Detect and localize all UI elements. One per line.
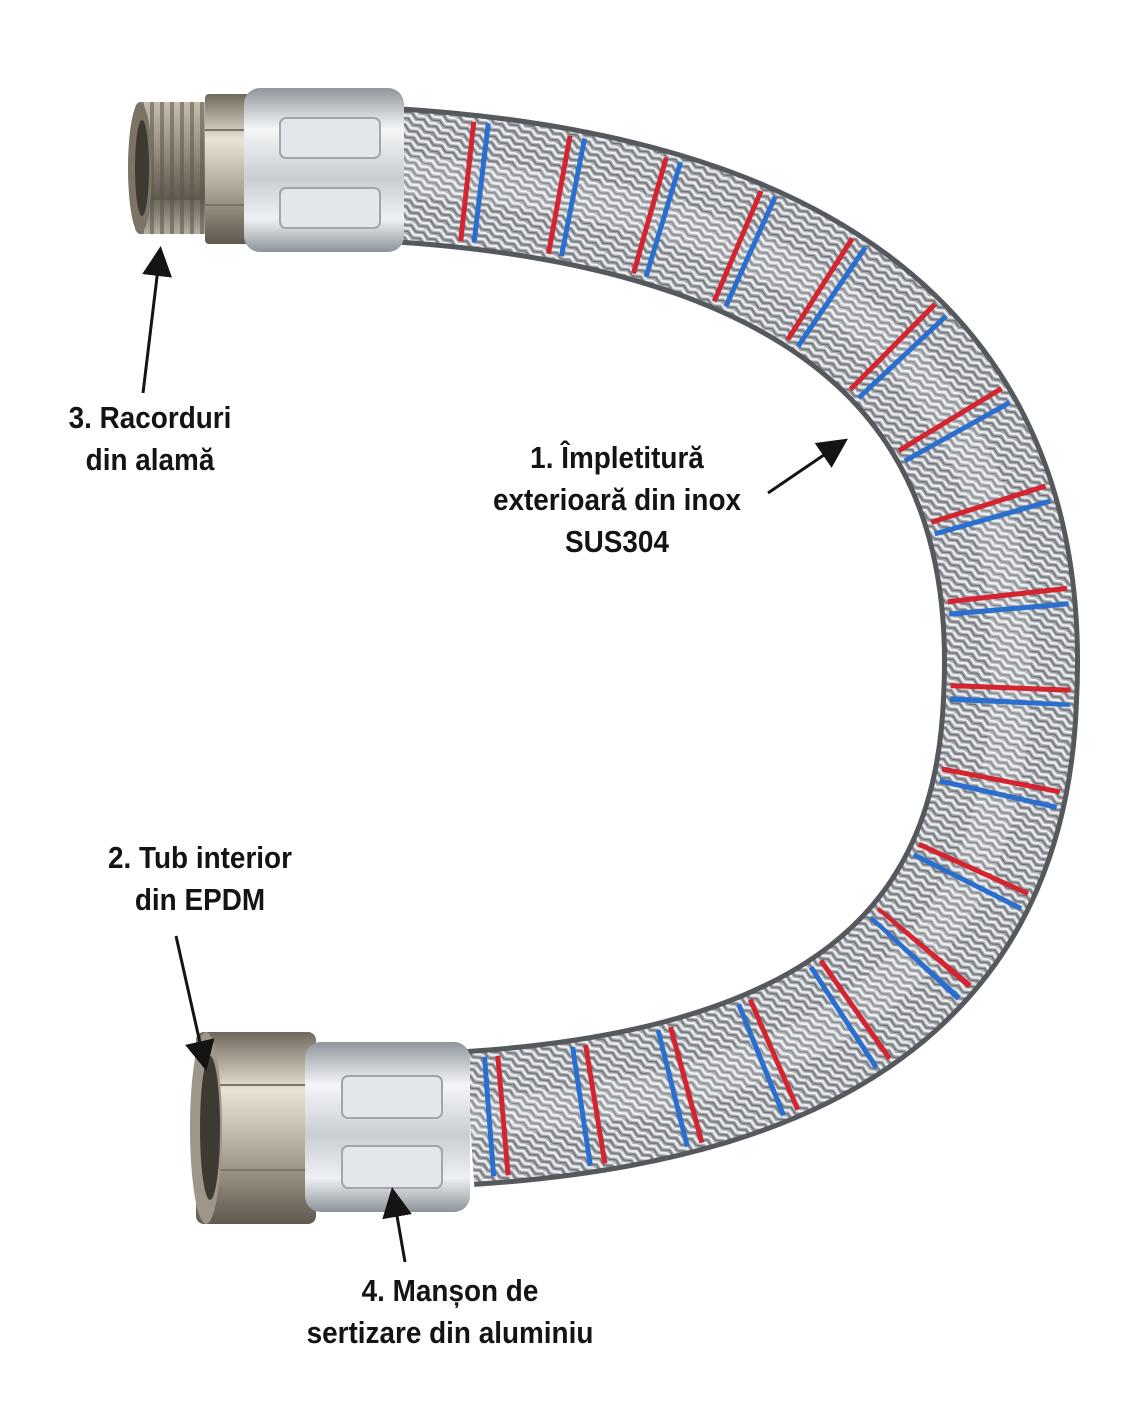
callout-braid-line3: SUS304 (565, 524, 669, 559)
callout-fittings-line2: din alamă (85, 442, 215, 477)
callout-fittings: 3. Racorduri din alamă (51, 397, 249, 481)
arrow-icon (382, 1187, 412, 1263)
bottom-brass-nut (190, 1032, 316, 1224)
callout-braid-line1: 1. Împletitură (530, 440, 704, 475)
callout-sleeve: 4. Manșon de sertizare din aluminiu (275, 1270, 626, 1354)
top-aluminium-sleeve (244, 88, 404, 252)
callout-fittings-line1: 3. Racorduri (68, 400, 232, 435)
arrow-icon (174, 935, 215, 1071)
callout-inner-tube-line2: din EPDM (134, 882, 266, 917)
red-tracer (388, 115, 1071, 1178)
callout-sleeve-line1: 4. Manșon de (361, 1273, 539, 1308)
callout-inner-tube: 2. Tub interior din EPDM (74, 837, 326, 921)
callout-braid: 1. Împletitură exterioară din inox SUS30… (478, 437, 757, 563)
callout-inner-tube-line1: 2. Tub interior (108, 840, 292, 875)
arrow-icon (141, 246, 173, 394)
callout-braid-line2: exterioară din inox (492, 482, 742, 517)
top-brass-fitting (128, 94, 257, 244)
arrow-icon (767, 438, 848, 495)
braided-hose (387, 106, 1080, 1187)
callout-sleeve-line2: sertizare din aluminiu (306, 1315, 594, 1350)
bottom-aluminium-sleeve (305, 1042, 470, 1212)
